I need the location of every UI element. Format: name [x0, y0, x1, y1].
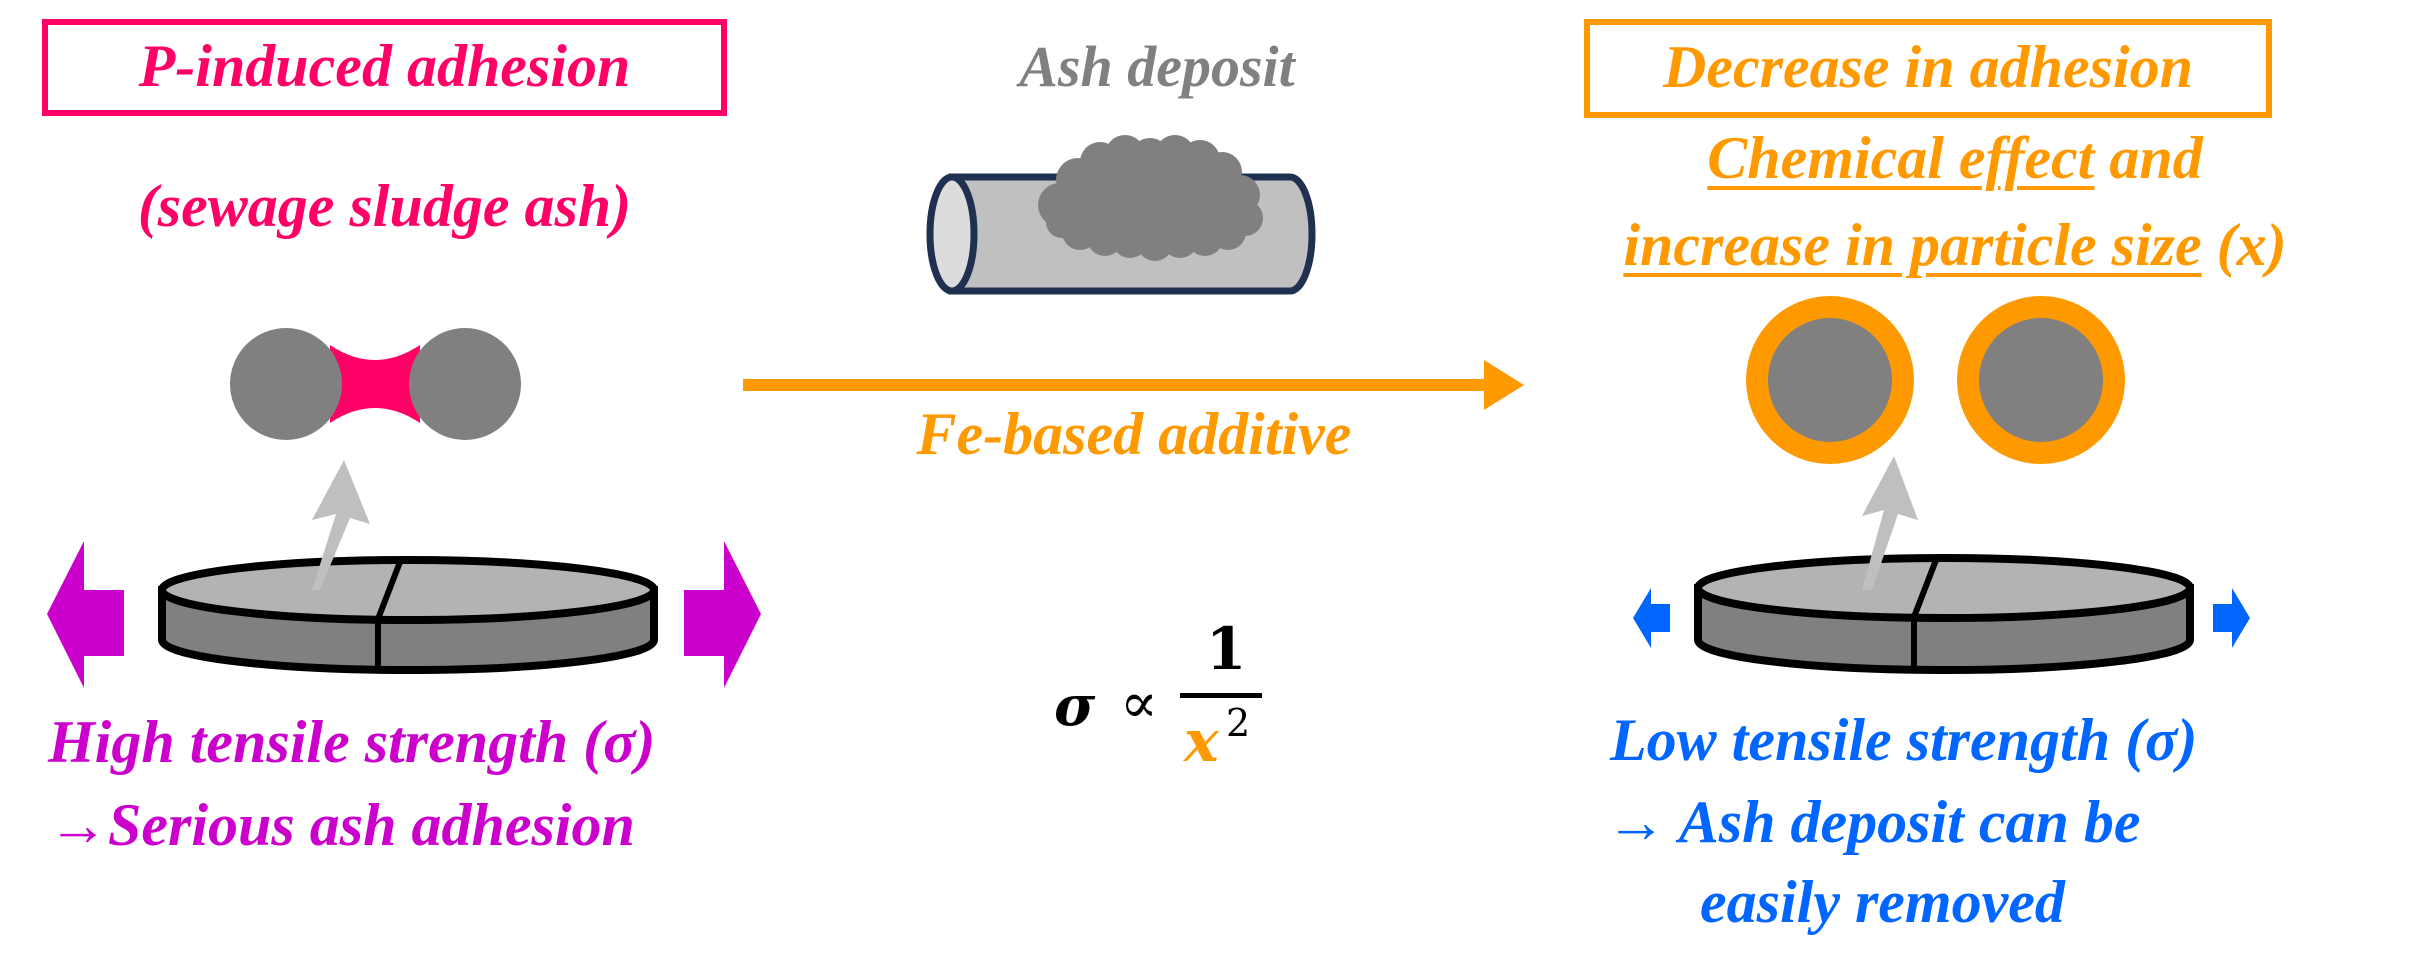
ash-deposit-label: Ash deposit [1019, 34, 1295, 99]
ash-pellet-right-icon [1694, 554, 2194, 674]
right-result-line-2: easily removed [1700, 869, 2065, 935]
right-result-line-1: → Ash deposit can be [1606, 792, 2140, 852]
right-strength-label: Low tensile strength (σ) [1610, 707, 2198, 773]
ash-pellet-left-icon [158, 556, 658, 674]
result-arrow-icon: → [48, 792, 108, 858]
particle-size-text: increase in particle size [1623, 212, 2202, 278]
gray-up-arrow-left-icon [312, 460, 370, 590]
tensile-strength-formula: σ ∝ 1 x 2 [1050, 615, 1270, 785]
left-strength-label: High tensile strength (σ) [48, 709, 656, 775]
tension-arrow-right-left-icon [1633, 588, 1670, 648]
right-result-text-1: Ash deposit can be [1678, 789, 2141, 855]
result-arrow-icon: → [1606, 789, 1666, 855]
process-arrow-icon [743, 360, 1524, 410]
chemical-effect-text: Chemical effect [1707, 125, 2095, 191]
tension-arrow-right-right-icon [2213, 588, 2250, 648]
formula-exponent: 2 [1226, 701, 1251, 745]
formula-fraction-bar [1180, 693, 1262, 698]
right-mechanism-line-2: increase in particle size (x) [1560, 215, 2350, 275]
tension-arrow-right-icon [684, 541, 761, 688]
tube-with-ash-deposit-icon [926, 135, 1316, 295]
dumbbell-particles-icon [230, 328, 521, 440]
left-title: P-induced adhesion [138, 33, 631, 99]
formula-proportional: ∝ [1120, 671, 1158, 736]
left-title-box [42, 19, 727, 116]
left-result-text: Serious ash adhesion [108, 792, 635, 858]
particle-left [230, 328, 342, 440]
left-result-line: →Serious ash adhesion [48, 795, 635, 855]
x-variable-text: (x) [2201, 212, 2287, 278]
and-text: and [2094, 125, 2203, 191]
gray-up-arrow-right-icon [1862, 456, 1918, 590]
formula-denominator-x: x [1184, 707, 1219, 775]
right-title-box [1584, 19, 2272, 118]
ash-deposit-blob [1038, 135, 1263, 261]
tension-arrow-left-icon [47, 541, 124, 688]
phosphorus-bridge [330, 345, 420, 423]
left-subtitle: (sewage sludge ash) [137, 173, 632, 239]
formula-numerator: 1 [1206, 615, 1247, 683]
formula-sigma: σ [1054, 673, 1096, 739]
right-title: Decrease in adhesion [1663, 34, 2193, 100]
arrow-label-fe-additive: Fe-based additive [916, 401, 1352, 467]
coated-particles-icon [1746, 296, 2125, 464]
right-mechanism-line-1: Chemical effect and [1560, 128, 2350, 188]
particle-right [409, 328, 521, 440]
